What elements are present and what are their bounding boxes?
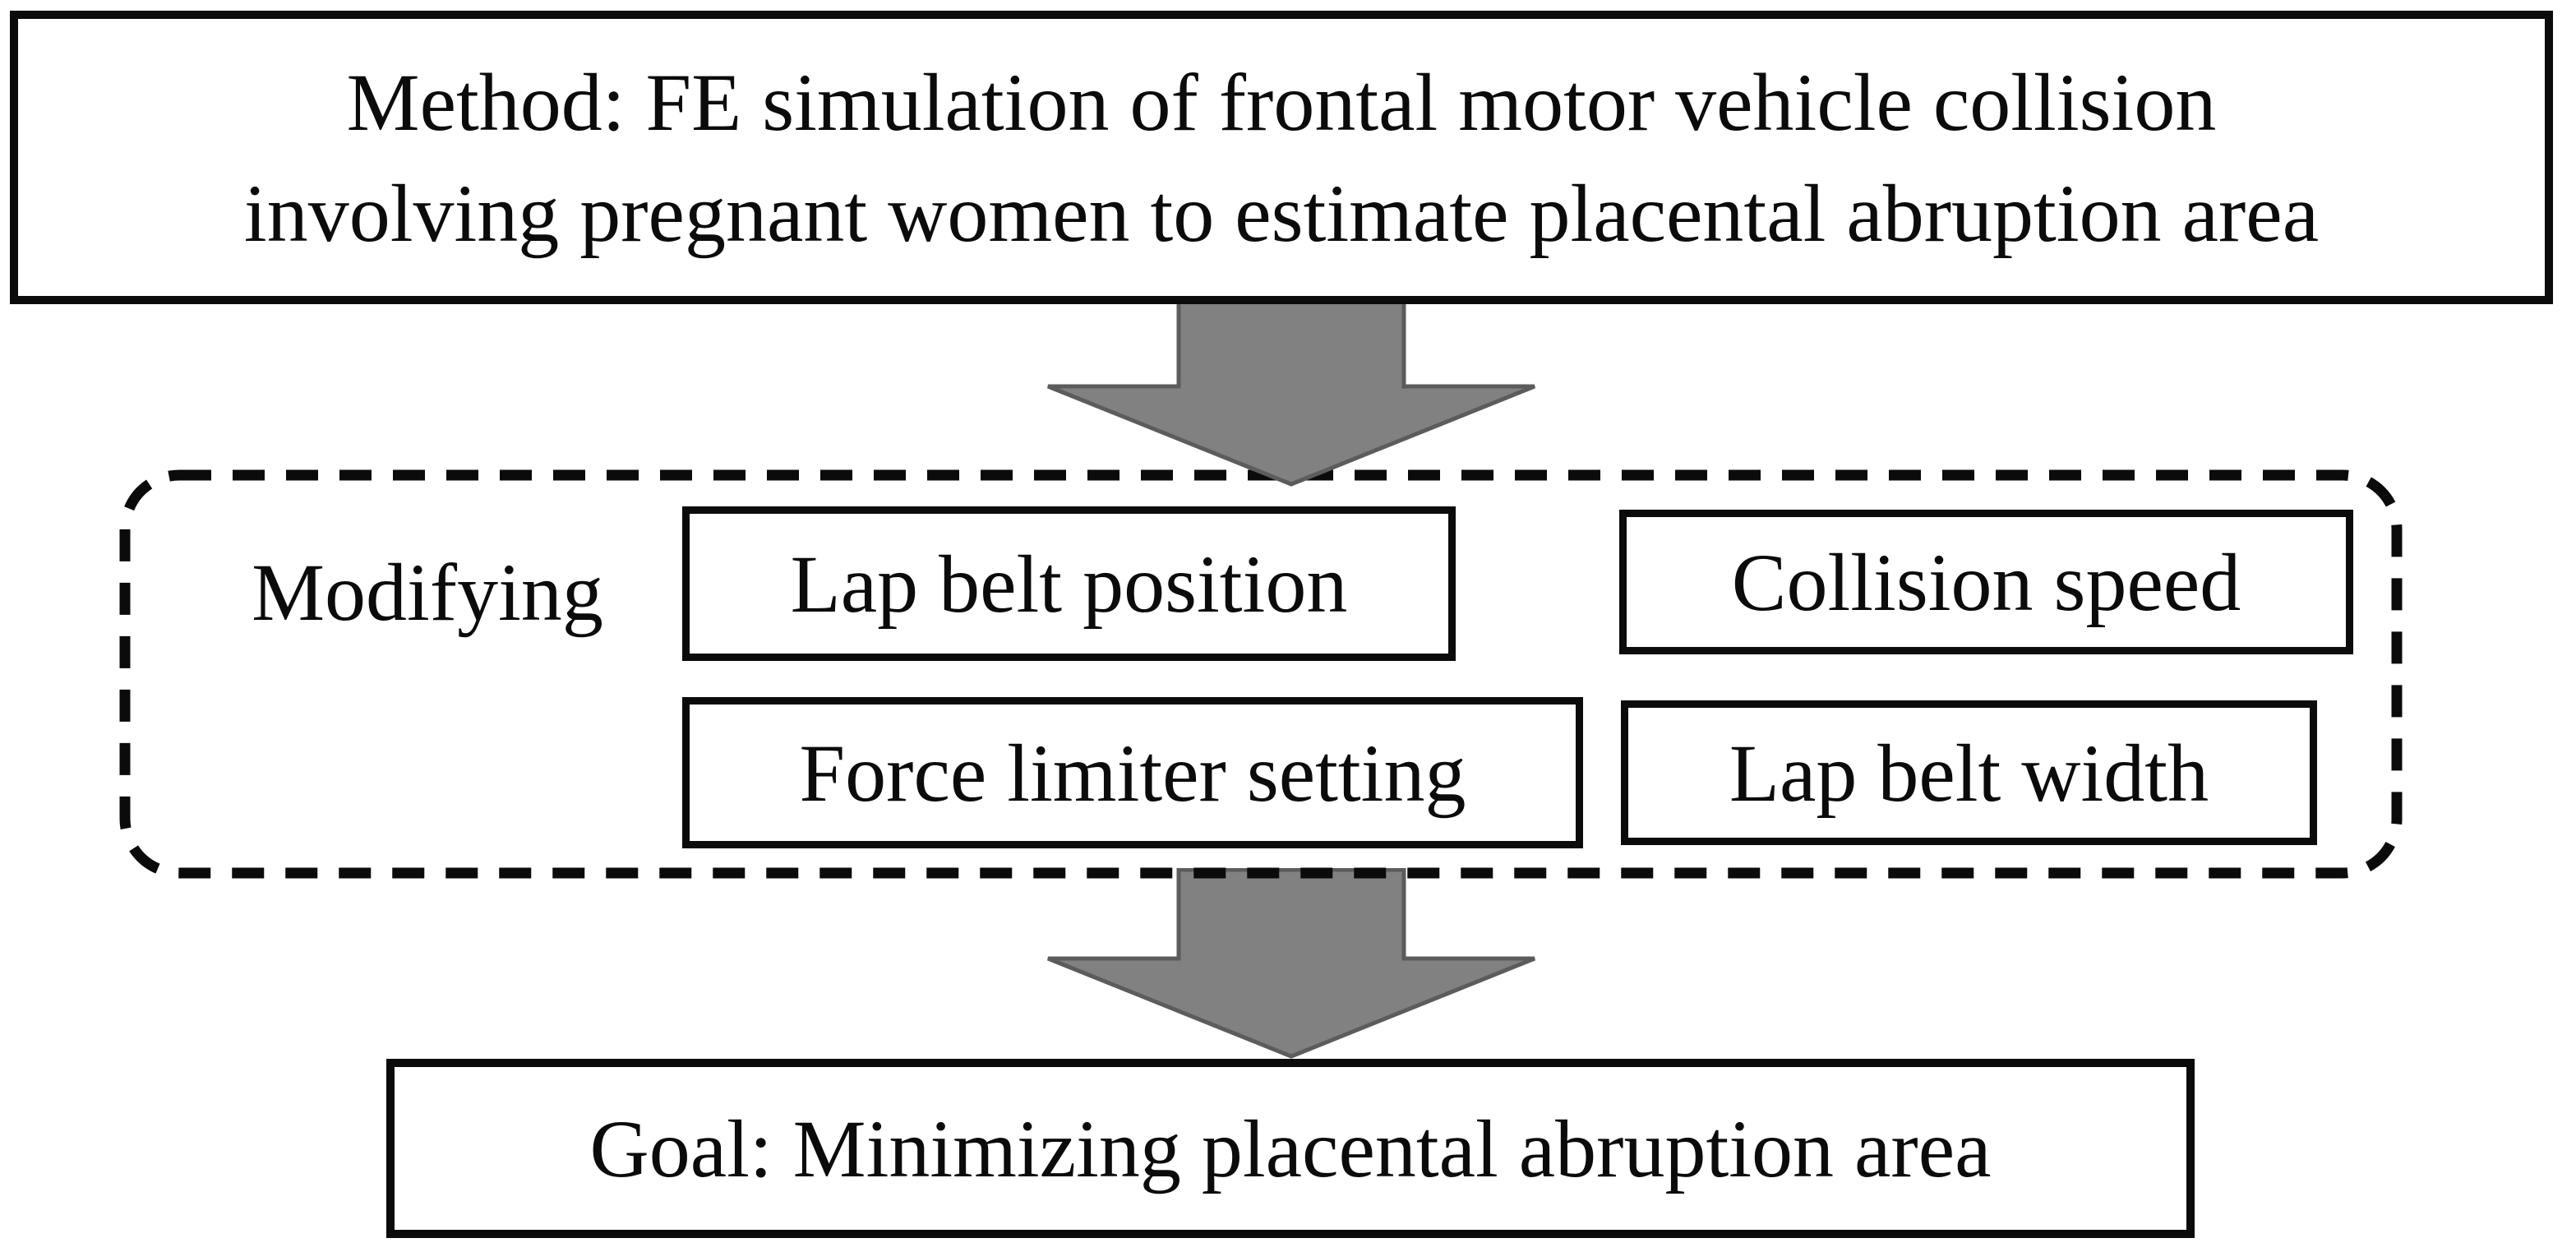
down-arrow-icon xyxy=(1047,296,1535,487)
down-arrow-shape xyxy=(1047,868,1535,1059)
goal-box-text: Goal: Minimizing placental abruption are… xyxy=(589,1102,1992,1194)
factor-box-force-limiter-setting: Force limiter setting xyxy=(682,697,1583,848)
factor-box-collision-speed: Collision speed xyxy=(1619,510,2353,654)
modifying-group-dashed-border xyxy=(119,469,2403,879)
factor-box-lap-belt-width: Lap belt width xyxy=(1621,700,2317,845)
dashed-rounded-rect xyxy=(119,469,2403,879)
down-arrow-icon xyxy=(1047,868,1535,1059)
down-arrow-shape xyxy=(1047,296,1535,487)
modifying-label: Modifying xyxy=(252,546,603,638)
factor-label: Lap belt width xyxy=(1729,727,2209,819)
method-box-line-1: Method: FE simulation of frontal motor v… xyxy=(346,56,2217,148)
goal-box: Goal: Minimizing placental abruption are… xyxy=(386,1059,2195,1238)
factor-label: Collision speed xyxy=(1731,536,2241,628)
method-box: Method: FE simulation of frontal motor v… xyxy=(10,11,2553,304)
factor-box-lap-belt-position: Lap belt position xyxy=(682,506,1456,661)
method-box-line-2: involving pregnant women to estimate pla… xyxy=(243,167,2320,259)
factor-label: Force limiter setting xyxy=(799,727,1466,819)
factor-label: Lap belt position xyxy=(790,538,1348,630)
